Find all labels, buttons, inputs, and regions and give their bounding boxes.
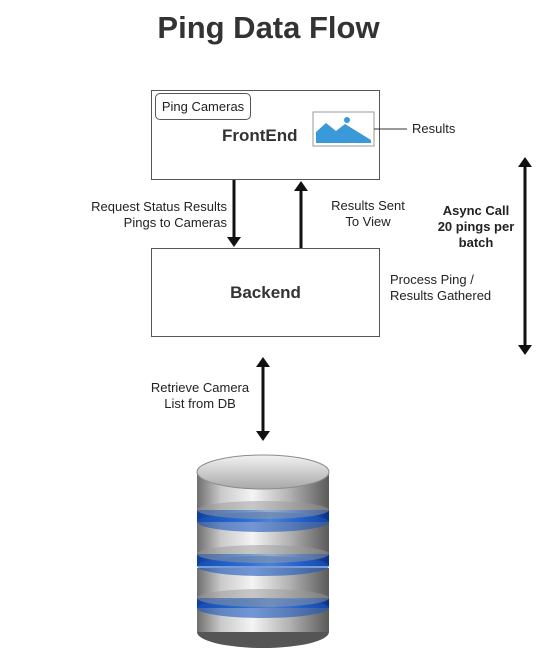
request-down-arrow (227, 180, 241, 247)
retrieve-camera-label: Retrieve Camera List from DB (130, 380, 270, 412)
retrieve-camera-line1: Retrieve Camera (150, 380, 250, 395)
frontend-label: FrontEnd (222, 126, 298, 145)
image-icon (312, 111, 375, 147)
request-status-label: Request Status Results Pings to Cameras (60, 199, 227, 231)
async-double-arrow (518, 157, 532, 355)
results-sent-line1: Results Sent (331, 198, 405, 213)
process-ping-label: Process Ping / Results Gathered (390, 272, 491, 304)
db-double-arrow (256, 357, 270, 441)
results-label: Results (412, 121, 456, 136)
backend-label: Backend (230, 283, 301, 302)
process-ping-line1: Process Ping / (390, 272, 474, 287)
backend-box (151, 248, 380, 337)
results-up-arrow (294, 181, 308, 248)
page-title: Ping Data Flow (157, 10, 380, 45)
request-status-line1: Request Status Results (91, 199, 227, 214)
retrieve-camera-line2: List from DB (164, 396, 236, 411)
results-sent-label: Results Sent To View (318, 198, 418, 230)
results-sent-line2: To View (345, 214, 391, 229)
request-status-line2: Pings to Cameras (123, 215, 227, 230)
async-call-label: Async Call 20 pings per batch (420, 203, 532, 251)
async-call-line1: Async Call (442, 203, 510, 218)
async-call-line3: batch (458, 235, 494, 250)
ping-cameras-button[interactable]: Ping Cameras (155, 93, 251, 120)
database-icon (196, 454, 330, 648)
async-call-line2: 20 pings per (437, 219, 515, 234)
process-ping-line2: Results Gathered (390, 288, 492, 303)
